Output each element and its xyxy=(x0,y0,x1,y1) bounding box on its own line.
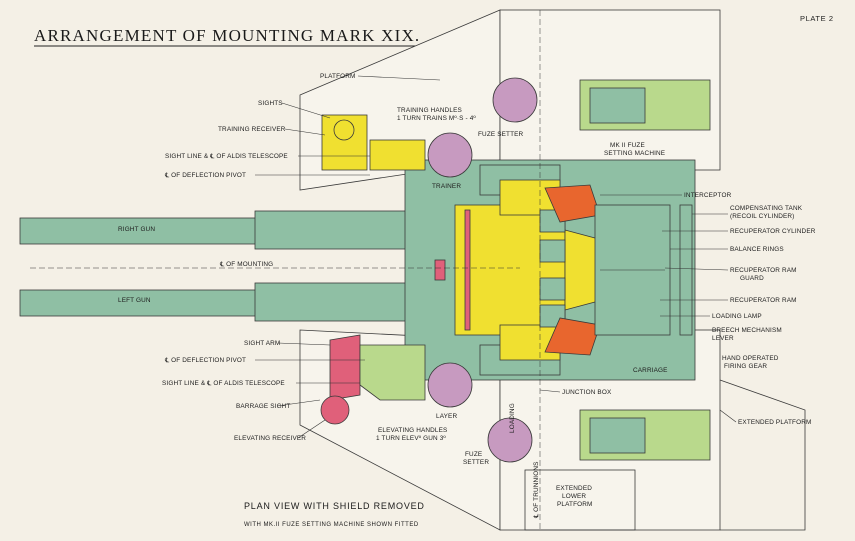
label-fuze-machine: MK II FUZE xyxy=(610,142,645,149)
sights-assembly xyxy=(321,114,426,171)
label-trainer: TRAINER xyxy=(432,183,461,190)
elevating-receiver xyxy=(320,395,350,425)
label-sight-line-bottom: SIGHT LINE & ℄ OF ALDIS TELESCOPE xyxy=(162,380,285,387)
label-recuperator-cylinder: RECUPERATOR CYLINDER xyxy=(730,228,816,235)
label-extended-lower-2: LOWER xyxy=(562,493,586,500)
label-interceptor: INTERCEPTOR xyxy=(684,192,732,199)
label-fuze-setter-top: FUZE SETTER xyxy=(478,131,524,138)
label-firing-gear: HAND OPERATED xyxy=(722,355,779,362)
fuze-setter-bottom xyxy=(487,417,533,463)
label-loading-vertical: LOADING xyxy=(509,403,516,433)
label-recuperator-ram-guard-2: GUARD xyxy=(740,275,764,282)
extended-lower-platform-outline xyxy=(524,469,636,531)
label-sight-line-top: SIGHT LINE & ℄ OF ALDIS TELESCOPE xyxy=(165,153,288,160)
label-elevating-handles: ELEVATING HANDLES xyxy=(378,427,447,434)
label-carriage: CARRIAGE xyxy=(633,367,668,374)
diagram-title: ARRANGEMENT OF MOUNTING MARK XIX. xyxy=(34,26,420,45)
label-training-receiver: TRAINING RECEIVER xyxy=(218,126,286,133)
label-deflection-pivot-bottom: ℄ OF DEFLECTION PIVOT xyxy=(164,357,246,364)
label-junction-box: JUNCTION BOX xyxy=(562,389,612,396)
label-recuperator-ram: RECUPERATOR RAM xyxy=(730,297,797,304)
label-elevating-handles-2: 1 TURN ELEVº GUN 3º xyxy=(376,435,446,442)
layer-seat xyxy=(427,362,473,408)
plate-number: PLATE 2 xyxy=(800,14,834,23)
label-training-handles-2: 1 TURN TRAINS Mº·S - 4º xyxy=(397,115,476,122)
label-sight-arm: SIGHT ARM xyxy=(244,340,280,347)
label-compensating-tank-2: (RECOIL CYLINDER) xyxy=(730,213,794,220)
label-elevating-receiver: ELEVATING RECEIVER xyxy=(234,435,306,442)
label-platform: PLATFORM xyxy=(320,73,356,80)
label-barrage-sight: BARRAGE SIGHT xyxy=(236,403,291,410)
label-fuze-setter-bottom-2: SETTER xyxy=(463,459,489,466)
label-left-gun: LEFT GUN xyxy=(118,297,151,304)
fuze-setter-top xyxy=(492,77,538,123)
label-extended-platform: EXTENDED PLATFORM xyxy=(738,419,811,426)
elevating-gear xyxy=(359,344,426,401)
label-balance-rings: BALANCE RINGS xyxy=(730,246,784,253)
label-training-handles: TRAINING HANDLES xyxy=(397,107,462,114)
barrage-sight xyxy=(329,334,361,401)
right-gun xyxy=(19,210,421,250)
label-fuze-machine-2: SETTING MACHINE xyxy=(604,150,665,157)
fuze-setting-machine-bottom xyxy=(579,409,711,461)
label-mounting-centreline: ℄ OF MOUNTING xyxy=(219,261,273,268)
label-layer: LAYER xyxy=(436,413,457,420)
caption-main: PLAN VIEW WITH SHIELD REMOVED xyxy=(244,501,425,511)
label-extended-lower: EXTENDED xyxy=(556,485,592,492)
balance-ring-bar xyxy=(464,209,471,331)
label-deflection-pivot-top: ℄ OF DEFLECTION PIVOT xyxy=(164,172,246,179)
label-trunnion-centreline: ℄ OF TRUNNIONS xyxy=(533,461,540,519)
label-firing-gear-2: FIRING GEAR xyxy=(724,363,767,370)
label-breech-lever: BREECH MECHANISM xyxy=(712,327,782,334)
label-extended-lower-3: PLATFORM xyxy=(557,501,593,508)
label-fuze-setter-bottom: FUZE xyxy=(465,451,482,458)
label-loading-lamp: LOADING LAMP xyxy=(712,313,762,320)
label-breech-lever-2: LEVER xyxy=(712,335,734,342)
left-gun xyxy=(19,282,421,322)
fuze-setting-machine-top xyxy=(579,79,711,131)
trainer-seat xyxy=(427,132,473,178)
label-compensating-tank: COMPENSATING TANK xyxy=(730,205,803,212)
loading-lamp-block xyxy=(434,259,446,281)
caption-sub: WITH MK.II FUZE SETTING MACHINE SHOWN FI… xyxy=(244,522,419,528)
extended-platform-outline xyxy=(719,379,806,531)
label-right-gun: RIGHT GUN xyxy=(118,226,155,233)
label-recuperator-ram-guard: RECUPERATOR RAM xyxy=(730,267,797,274)
label-sights: SIGHTS xyxy=(258,100,283,107)
